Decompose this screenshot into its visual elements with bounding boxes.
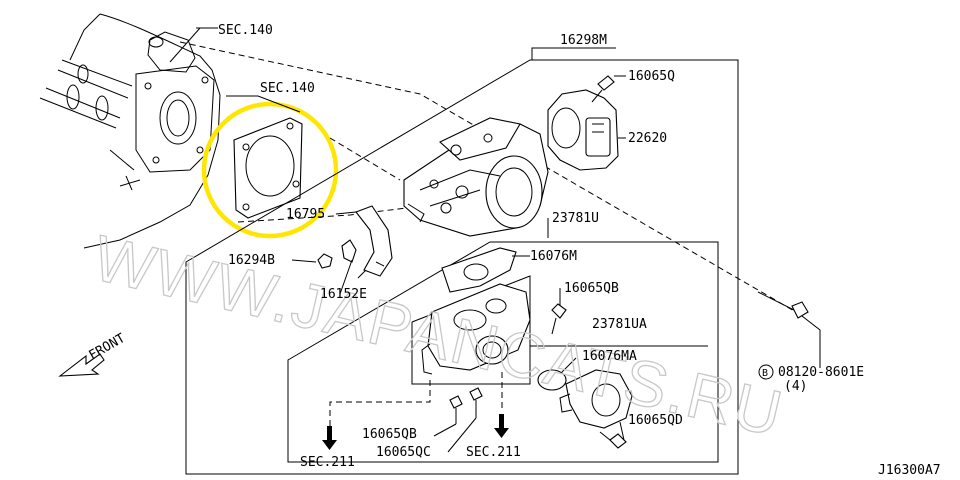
label-sec140-top: SEC.140	[218, 23, 273, 38]
bolt-08120-8601E[interactable]	[757, 291, 821, 368]
watermark-text: WWW.JAPANCATS.RU	[87, 221, 790, 450]
nut-16294B[interactable]	[317, 253, 333, 269]
auxiliary-air-valve-23781UA[interactable]	[559, 369, 633, 429]
label-16294B: 16294B	[228, 253, 275, 268]
label-23781U: 23781U	[552, 211, 599, 226]
assembly-frame-23781U	[287, 241, 719, 463]
screw-16065QC[interactable]	[469, 387, 483, 418]
arrow-sec211-right	[494, 414, 509, 438]
label-16298M: 16298M	[560, 33, 607, 48]
screw-16065QB-bottom[interactable]	[449, 395, 463, 424]
alignment-line	[179, 41, 797, 313]
gasket-16076M[interactable]	[441, 247, 517, 293]
label-16152E: 16152E	[320, 287, 367, 302]
assembly-frame-16298M	[185, 59, 739, 475]
clip-16152E[interactable]	[341, 239, 357, 263]
label-16065QD: 16065QD	[628, 413, 683, 428]
front-arrow-icon	[58, 353, 105, 377]
drawing-code: J16300A7	[878, 463, 941, 478]
label-bolt-marker: B	[762, 368, 768, 379]
throttle-body[interactable]	[403, 117, 549, 237]
screw-16065QD[interactable]	[599, 431, 627, 449]
screw-16065Q[interactable]	[591, 75, 615, 103]
intake-manifold	[39, 13, 221, 249]
cable-bracket-16795[interactable]	[355, 205, 393, 279]
label-16076MA: 16076MA	[582, 349, 637, 364]
bolt-marker-circle	[758, 364, 774, 380]
label-23781UA: 23781UA	[592, 317, 647, 332]
label-16065QB-top: 16065QB	[564, 281, 619, 296]
arrow-sec211-left	[322, 426, 337, 450]
label-sec211-left: SEC.211	[300, 455, 355, 470]
label-sec211-right: SEC.211	[466, 445, 521, 460]
label-16065Q: 16065Q	[628, 69, 675, 84]
label-front: FRONT	[87, 331, 129, 364]
label-sec140-gasket: SEC.140	[260, 81, 315, 96]
label-16065QB-bottom: 16065QB	[362, 427, 417, 442]
label-16795: 16795	[286, 207, 325, 222]
label-22620: 22620	[628, 131, 667, 146]
throttle-position-sensor[interactable]	[547, 89, 619, 171]
leader-lines	[226, 47, 626, 453]
highlight-circle	[201, 101, 339, 239]
screw-16065QB-top[interactable]	[551, 303, 567, 335]
idle-air-control-body[interactable]	[421, 283, 531, 375]
label-08120-8601E: 08120-8601E	[778, 365, 864, 380]
throttle-body-gasket[interactable]	[233, 117, 303, 219]
label-bolt-qty: (4)	[784, 379, 807, 394]
label-16065QC: 16065QC	[376, 445, 431, 460]
gasket-16076MA[interactable]	[537, 369, 567, 391]
label-16076M: 16076M	[530, 249, 577, 264]
